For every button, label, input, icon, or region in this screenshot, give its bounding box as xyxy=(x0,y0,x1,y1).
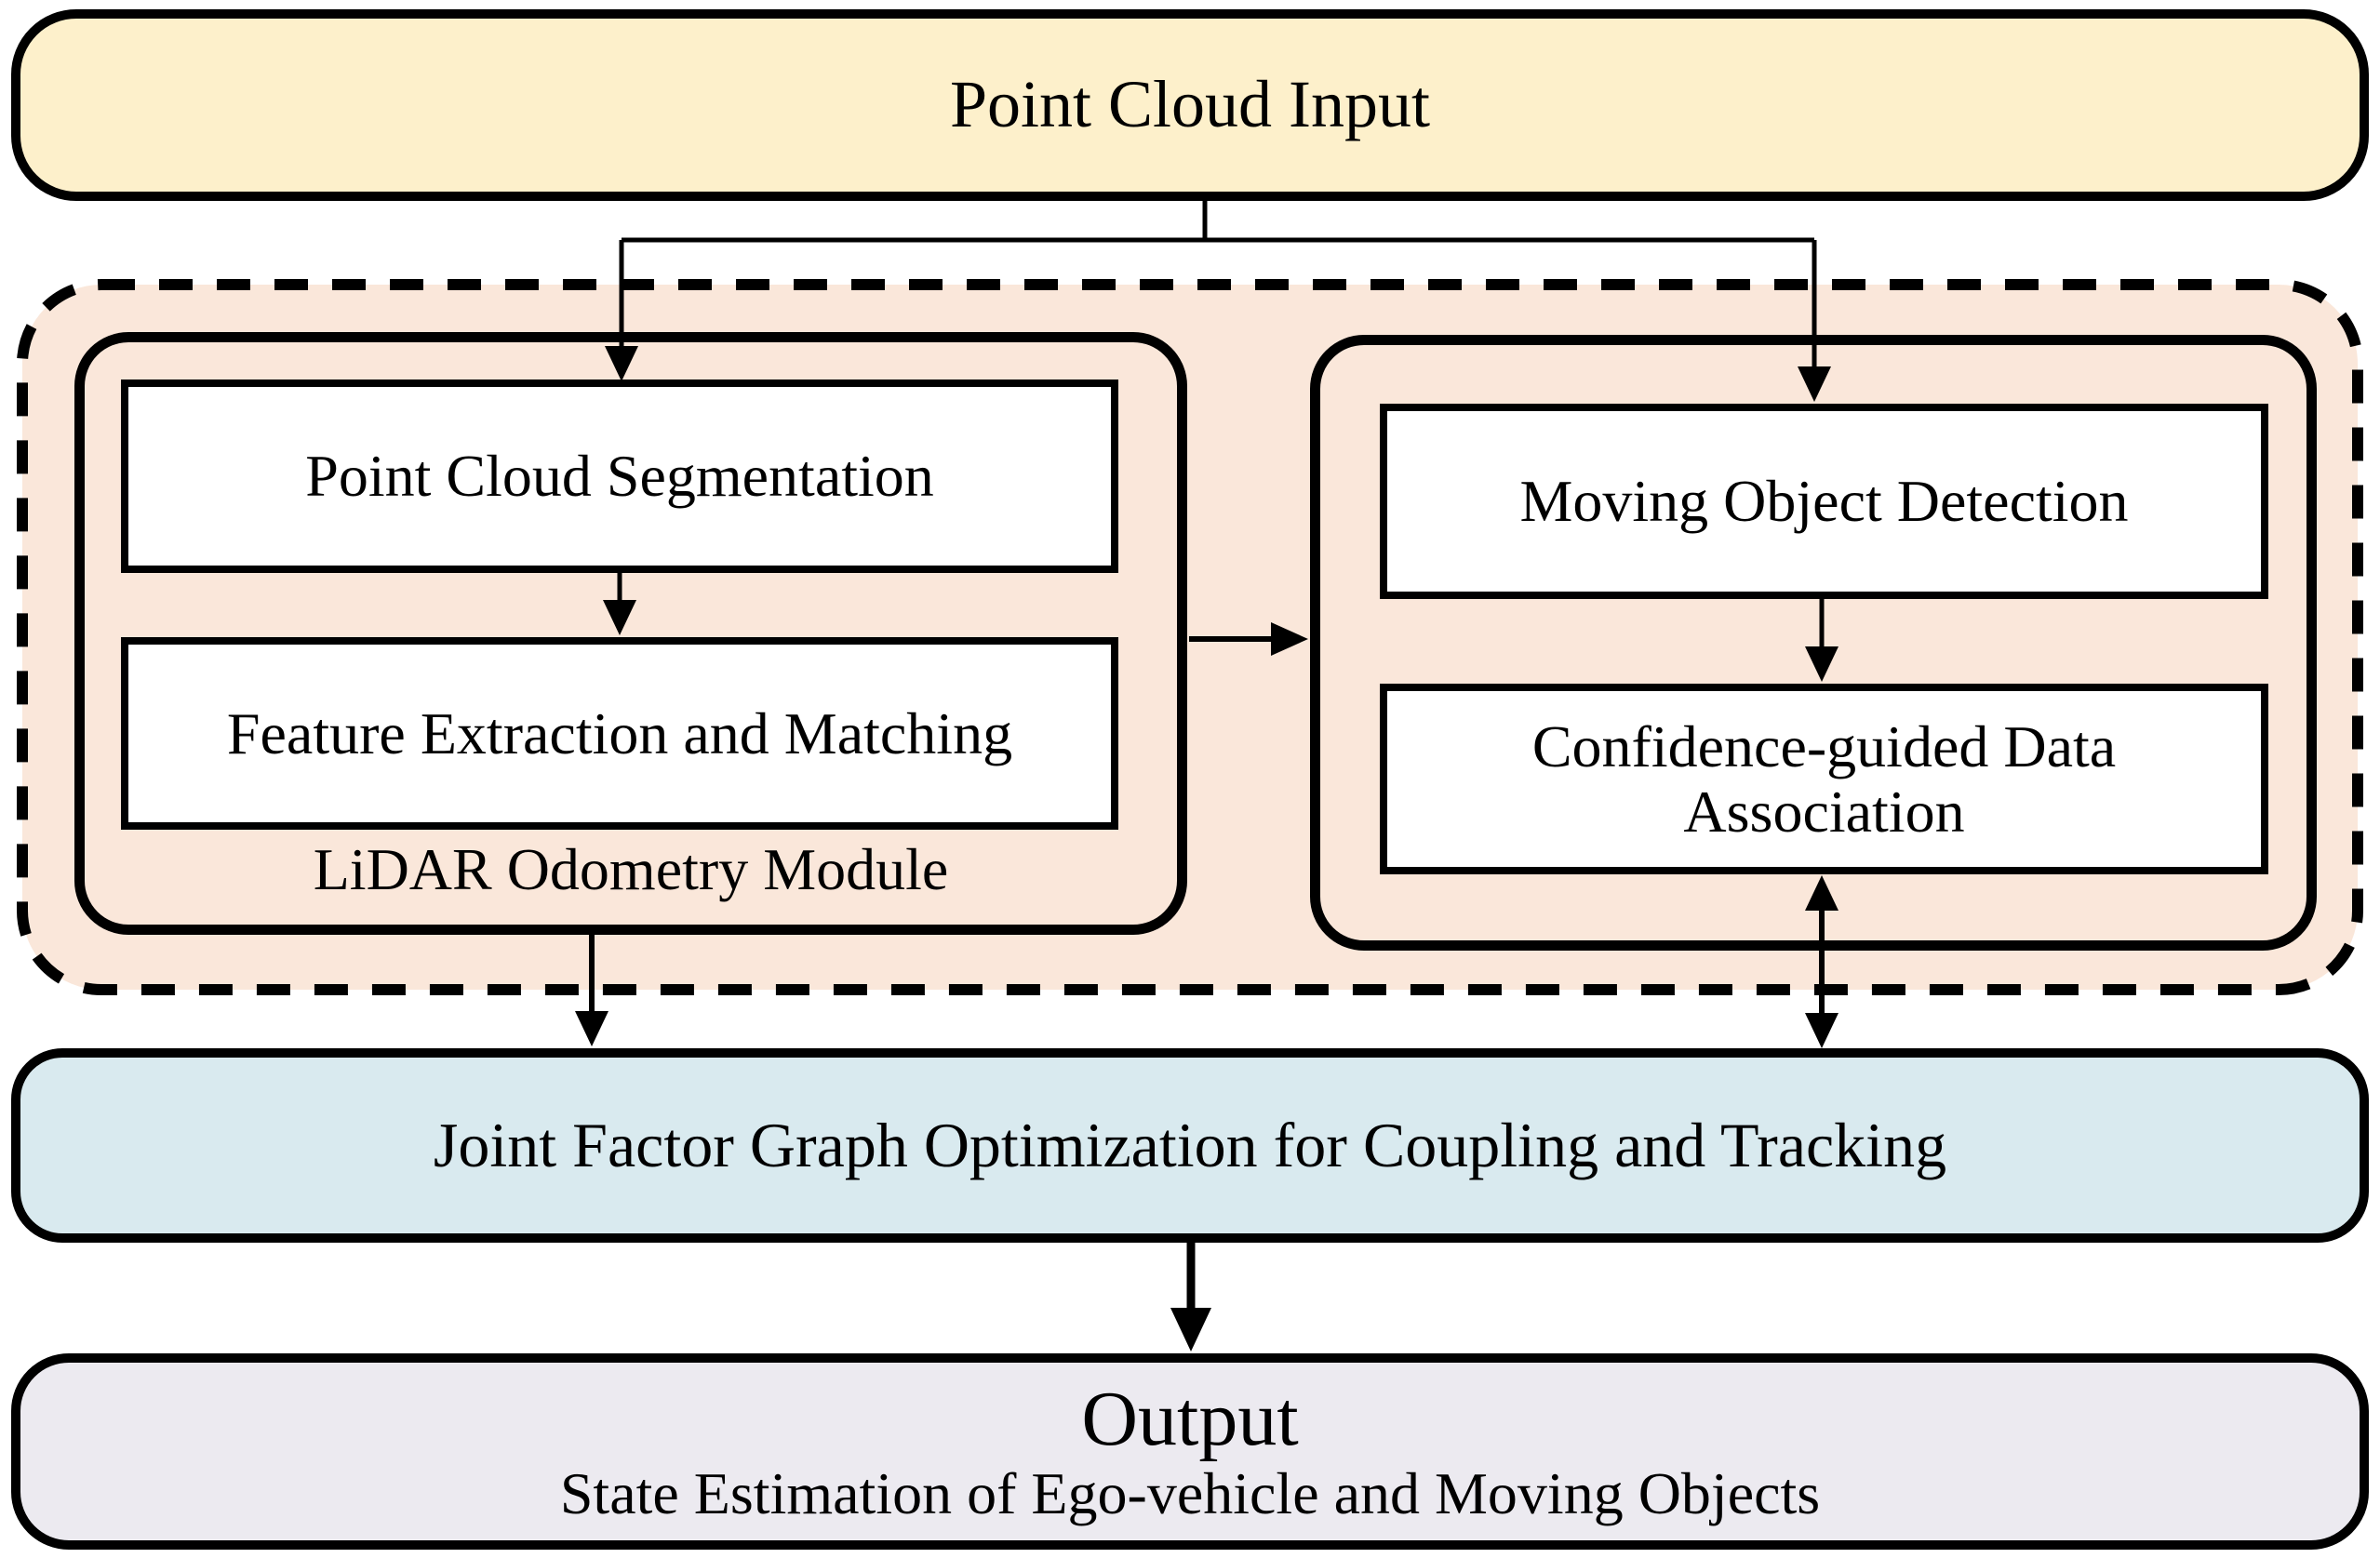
arrow-optimization-to-output xyxy=(1170,1243,1211,1352)
joint-factor-graph-optimization-label: Joint Factor Graph Optimization for Coup… xyxy=(433,1109,1947,1180)
output-title: Output xyxy=(1081,1376,1299,1463)
moving-object-detection-box: Moving Object Detection xyxy=(1380,404,2268,599)
feature-extraction-matching-label: Feature Extraction and Matching xyxy=(226,699,1013,766)
point-cloud-input-label: Point Cloud Input xyxy=(949,67,1431,142)
joint-factor-graph-optimization-box: Joint Factor Graph Optimization for Coup… xyxy=(11,1048,2369,1243)
confidence-guided-data-association-label: Confidence-guided Data Association xyxy=(1531,713,2117,845)
output-box: Output State Estimation of Ego-vehicle a… xyxy=(11,1353,2369,1550)
arrow-input-split xyxy=(622,200,1814,243)
point-cloud-input-box: Point Cloud Input xyxy=(11,9,2369,201)
lidar-odometry-module-caption-label: LiDAR Odometry Module xyxy=(313,836,949,903)
output-subtitle: State Estimation of Ego-vehicle and Movi… xyxy=(559,1459,1821,1526)
feature-extraction-matching-box: Feature Extraction and Matching xyxy=(121,637,1118,830)
confidence-guided-data-association-box: Confidence-guided Data Association xyxy=(1380,684,2268,874)
point-cloud-segmentation-label: Point Cloud Segmentation xyxy=(305,443,934,510)
lidar-odometry-module-frame xyxy=(74,332,1187,935)
arrow-odometry-to-tracking-module xyxy=(1189,622,1308,656)
arrow-odometry-to-optimization xyxy=(575,933,608,1046)
lidar-odometry-module-caption: LiDAR Odometry Module xyxy=(74,832,1187,907)
moving-object-detection-label: Moving Object Detection xyxy=(1519,468,2129,535)
point-cloud-segmentation-box: Point Cloud Segmentation xyxy=(121,380,1118,573)
